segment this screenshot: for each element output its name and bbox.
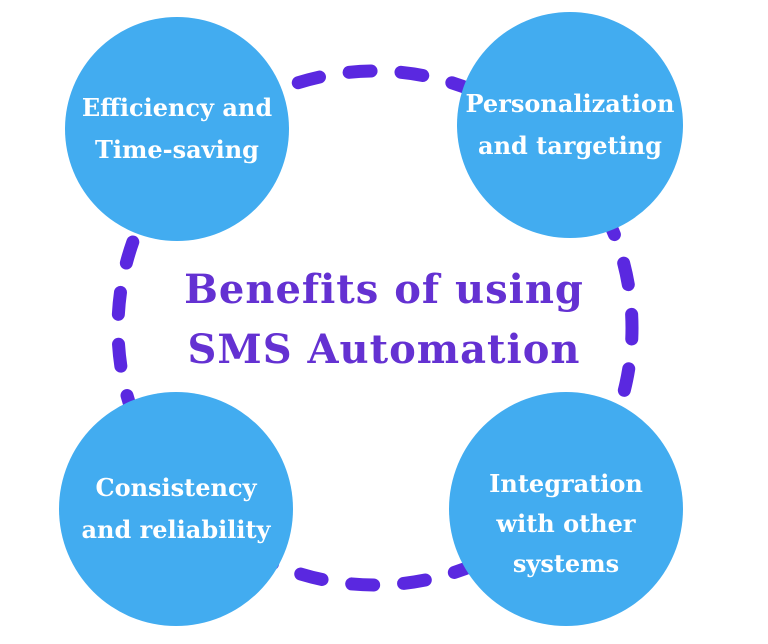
title-line-2: SMS Automation [187, 326, 581, 373]
label-line: systems [512, 549, 620, 578]
label-line: with other [496, 509, 636, 538]
label-line: Time-saving [95, 135, 259, 164]
dashed-circle-path [111, 64, 639, 592]
label-line: and reliability [81, 515, 271, 544]
label-line: Consistency [95, 473, 257, 502]
title-line-1: Benefits of using [184, 266, 584, 313]
label-line: Personalization [465, 89, 675, 118]
benefit-label-integration: Integration with other systems [489, 464, 643, 584]
benefit-label-consistency: Consistency and reliability [82, 467, 271, 551]
benefit-circle-integration: Integration with other systems [449, 392, 683, 626]
benefit-circle-personalization: Personalization and targeting [457, 12, 683, 238]
benefit-circle-consistency: Consistency and reliability [59, 392, 293, 626]
label-line: and targeting [478, 131, 662, 160]
benefit-circle-efficiency: Efficiency and Time-saving [65, 17, 289, 241]
benefit-label-personalization: Personalization and targeting [466, 83, 675, 167]
label-line: Integration [489, 469, 643, 498]
label-line: Efficiency and [81, 93, 273, 122]
diagram-title: Benefits of using SMS Automation [0, 260, 768, 380]
benefit-label-efficiency: Efficiency and Time-saving [82, 87, 272, 171]
